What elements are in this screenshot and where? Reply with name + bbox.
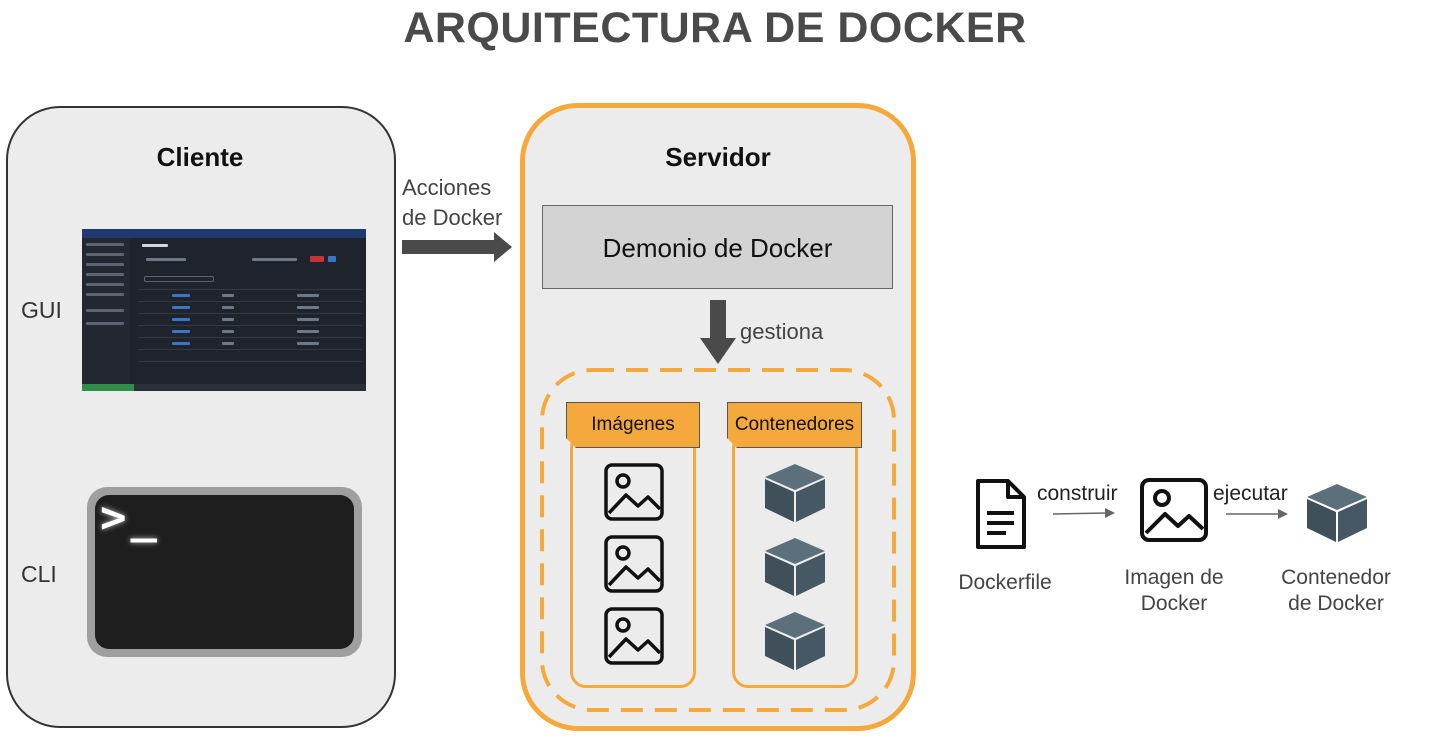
image-icon	[604, 463, 664, 521]
document-icon	[976, 479, 1026, 549]
run-label: ejecutar	[1213, 482, 1288, 505]
gui-cell	[297, 330, 319, 333]
arrow-right-icon	[1226, 509, 1288, 519]
cube-icon	[765, 464, 825, 522]
gui-sidebar-item	[86, 253, 124, 256]
arrow-right-icon	[1052, 508, 1115, 518]
gui-cell	[172, 318, 190, 321]
gui-cell	[297, 294, 319, 297]
container-label-line1: Contenedor	[1281, 566, 1391, 589]
container-label-line2: de Docker	[1288, 592, 1384, 615]
cli-terminal-screen	[95, 495, 354, 649]
gui-cell	[297, 342, 319, 345]
gui-table-row	[138, 289, 362, 290]
gui-cell	[222, 342, 234, 345]
gui-sidebar-item	[86, 243, 124, 246]
gui-cell	[172, 294, 190, 297]
arrow-down-icon	[700, 300, 736, 364]
gui-status-green	[82, 384, 134, 391]
managed-objects-dashed-region	[540, 368, 896, 712]
gui-table-row	[138, 325, 362, 326]
docker-daemon-box: Demonio de Docker	[542, 205, 893, 289]
cli-label: CLI	[21, 561, 57, 587]
gui-table-row	[138, 337, 362, 338]
gui-cell	[172, 306, 190, 309]
gui-cell	[172, 342, 190, 345]
cube-icon	[1307, 484, 1367, 542]
image-icon	[1140, 478, 1208, 542]
gui-cell	[172, 330, 190, 333]
cli-prompt: >_	[100, 492, 161, 543]
gui-status-bar	[82, 384, 366, 391]
actions-label-line2: de Docker	[402, 205, 503, 230]
dockerfile-label: Dockerfile	[958, 571, 1052, 594]
actions-label-line1: Acciones	[402, 175, 492, 200]
images-tab: Imágenes	[566, 402, 700, 448]
containers-tab: Contenedores	[727, 402, 862, 448]
gui-table-row	[138, 301, 362, 302]
gui-sidebar-item	[86, 309, 124, 312]
gui-sidebar-item	[86, 283, 124, 286]
cube-icon	[765, 538, 825, 596]
gui-table-row	[138, 361, 362, 362]
gui-topbar	[82, 229, 366, 238]
gui-cell	[222, 294, 234, 297]
gui-sidebar-item	[86, 273, 124, 276]
gui-sidebar-item	[86, 322, 124, 325]
gui-cell	[222, 306, 234, 309]
gui-cell	[297, 306, 319, 309]
cube-icon	[765, 612, 825, 670]
gui-sidebar-item	[86, 293, 124, 296]
manages-label: gestiona	[740, 319, 824, 344]
client-heading: Cliente	[156, 142, 244, 172]
gui-cell	[222, 330, 234, 333]
gui-sidebar	[82, 238, 130, 385]
image-label-line1: Imagen de	[1124, 566, 1224, 589]
build-label: construir	[1037, 482, 1118, 505]
gui-blue-button	[328, 256, 336, 262]
gui-sidebar-item	[86, 263, 124, 266]
gui-red-button	[310, 256, 324, 262]
gui-search-box	[144, 276, 214, 282]
gui-cell	[297, 318, 319, 321]
image-icon	[604, 607, 664, 665]
image-icon	[604, 535, 664, 593]
gui-text-line	[252, 258, 297, 261]
diagram-title: ARQUITECTURA DE DOCKER	[403, 4, 1027, 52]
arrow-right-icon	[402, 232, 512, 262]
server-heading: Servidor	[665, 142, 771, 172]
gui-label: GUI	[21, 297, 62, 323]
image-label-line2: Docker	[1140, 592, 1208, 615]
gui-page-title	[142, 244, 168, 247]
gui-text-line	[146, 258, 186, 261]
gui-table-row	[138, 349, 362, 350]
gui-table-row	[138, 313, 362, 314]
gui-screenshot	[82, 229, 366, 391]
gui-cell	[222, 318, 234, 321]
